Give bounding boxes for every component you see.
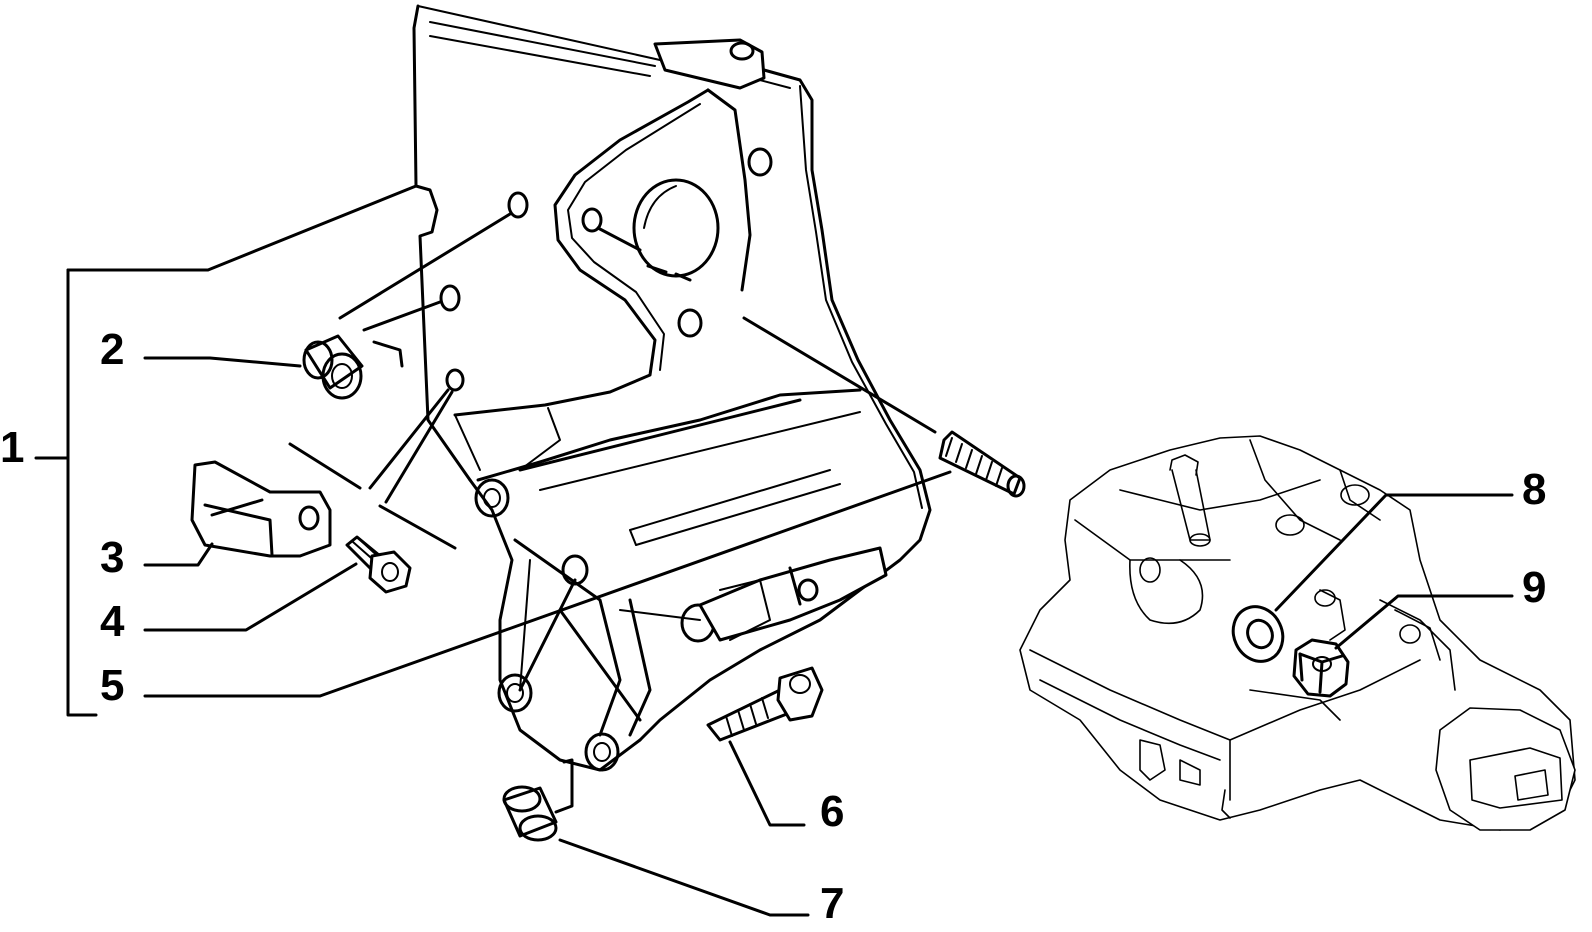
callout-8: 8 bbox=[1522, 465, 1546, 514]
callout-3: 3 bbox=[100, 533, 124, 582]
callout-7: 7 bbox=[820, 879, 844, 928]
callout-4: 4 bbox=[100, 597, 125, 646]
injection-pump-outline bbox=[1019, 435, 1576, 831]
callout-5: 5 bbox=[100, 661, 124, 710]
callout-labels: 1 2 3 4 5 6 7 8 9 bbox=[0, 325, 1546, 928]
part-2-bushing bbox=[302, 334, 364, 400]
callout-2: 2 bbox=[100, 325, 124, 374]
part-4-bolt bbox=[345, 535, 412, 594]
part-3-clip-bracket bbox=[190, 460, 332, 558]
callout-1: 1 bbox=[0, 423, 24, 472]
part-6-screw bbox=[706, 666, 824, 742]
mounting-bracket bbox=[412, 4, 937, 772]
callout-9: 9 bbox=[1522, 563, 1546, 612]
part-9-nut bbox=[1292, 638, 1350, 698]
part-5-stud bbox=[938, 430, 1026, 498]
part-8-washer bbox=[1231, 605, 1285, 663]
leader-lines bbox=[34, 184, 1514, 917]
callout-6: 6 bbox=[820, 787, 844, 836]
part-7-sleeve bbox=[502, 785, 558, 842]
